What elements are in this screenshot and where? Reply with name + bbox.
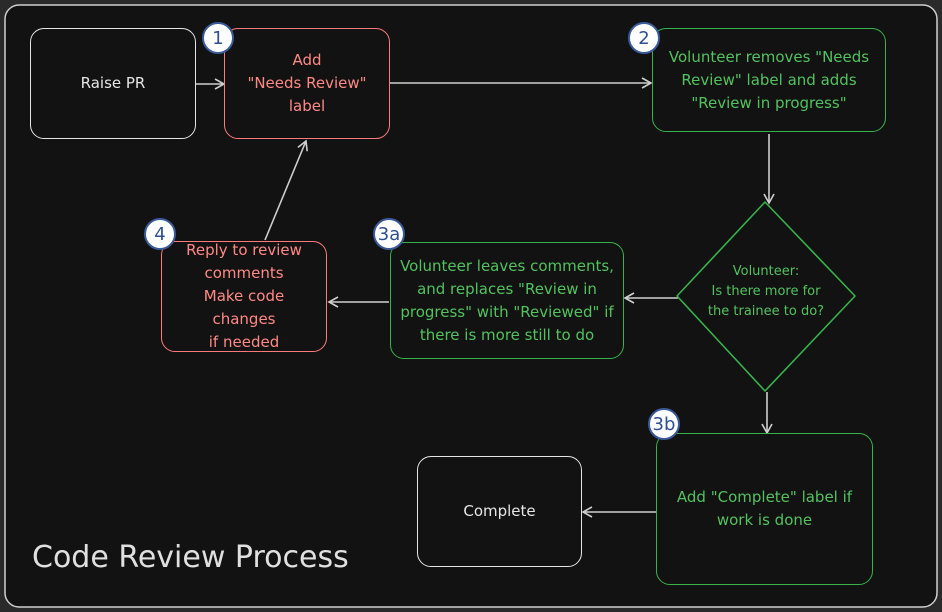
add-needs-review-node: Add "Needs Review" label bbox=[224, 28, 390, 139]
step-badge-1: 1 bbox=[202, 22, 234, 54]
diagram-title: Code Review Process bbox=[32, 540, 349, 575]
complete-node: Complete bbox=[417, 456, 582, 567]
arrow-reply-to-add bbox=[264, 139, 308, 241]
raise-pr-node: Raise PR bbox=[30, 28, 196, 139]
step-badge-3b: 3b bbox=[648, 408, 680, 440]
add-complete-label-node: Add "Complete" label if work is done bbox=[656, 433, 873, 585]
reply-to-review-node: Reply to review comments Make code chang… bbox=[161, 241, 327, 352]
step-badge-3a: 3a bbox=[373, 218, 405, 250]
leaves-comments-node: Volunteer leaves comments, and replaces … bbox=[390, 242, 624, 359]
decision-diamond bbox=[676, 201, 856, 392]
step-badge-4: 4 bbox=[144, 218, 176, 250]
decision-text: Volunteer: Is there more for the trainee… bbox=[707, 264, 825, 319]
step-badge-2: 2 bbox=[628, 22, 660, 54]
volunteer-removes-label-node: Volunteer removes "Needs Review" label a… bbox=[652, 28, 886, 132]
